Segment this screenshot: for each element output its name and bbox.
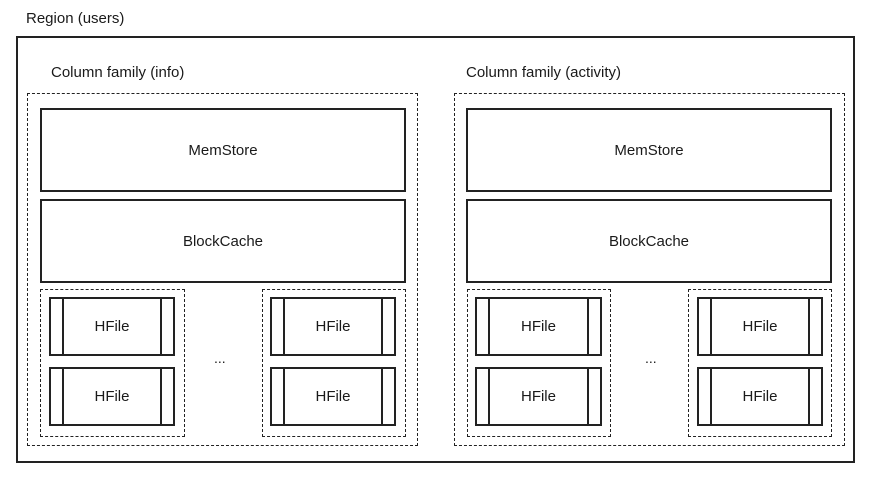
memstore-box: MemStore (466, 108, 832, 192)
ellipsis: ... (645, 350, 657, 366)
hfile-group (262, 289, 406, 437)
ellipsis: ... (214, 350, 226, 366)
column-family-activity-box (454, 93, 845, 446)
memstore-label: MemStore (188, 141, 258, 159)
hfile-box: HFile (270, 297, 396, 356)
memstore-label: MemStore (614, 141, 684, 159)
hfile-label: HFile (315, 388, 351, 405)
hfile-label: HFile (520, 388, 556, 405)
region-label: Region (users) (26, 10, 125, 27)
hfile-label: HFile (315, 318, 351, 335)
blockcache-box: BlockCache (466, 199, 832, 283)
hfile-box: HFile (270, 367, 396, 426)
hfile-label: HFile (94, 388, 130, 405)
hfile-box: HFile (697, 367, 823, 426)
hfile-label: HFile (520, 318, 556, 335)
column-family-activity-label: Column family (activity) (466, 64, 622, 81)
hfile-label: HFile (742, 388, 778, 405)
blockcache-box: BlockCache (40, 199, 406, 283)
memstore-box: MemStore (40, 108, 406, 192)
hfile-box: HFile (49, 297, 175, 356)
hfile-box: HFile (475, 297, 602, 356)
hfile-group (467, 289, 611, 437)
hfile-box: HFile (475, 367, 602, 426)
hfile-label: HFile (742, 318, 778, 335)
column-family-info-box (27, 93, 418, 446)
hfile-box: HFile (49, 367, 175, 426)
hfile-group (40, 289, 185, 437)
column-family-info-label: Column family (info) (51, 64, 185, 81)
blockcache-label: BlockCache (182, 232, 264, 250)
blockcache-label: BlockCache (608, 232, 690, 250)
hfile-group (688, 289, 832, 437)
hfile-box: HFile (697, 297, 823, 356)
hfile-label: HFile (94, 318, 130, 335)
